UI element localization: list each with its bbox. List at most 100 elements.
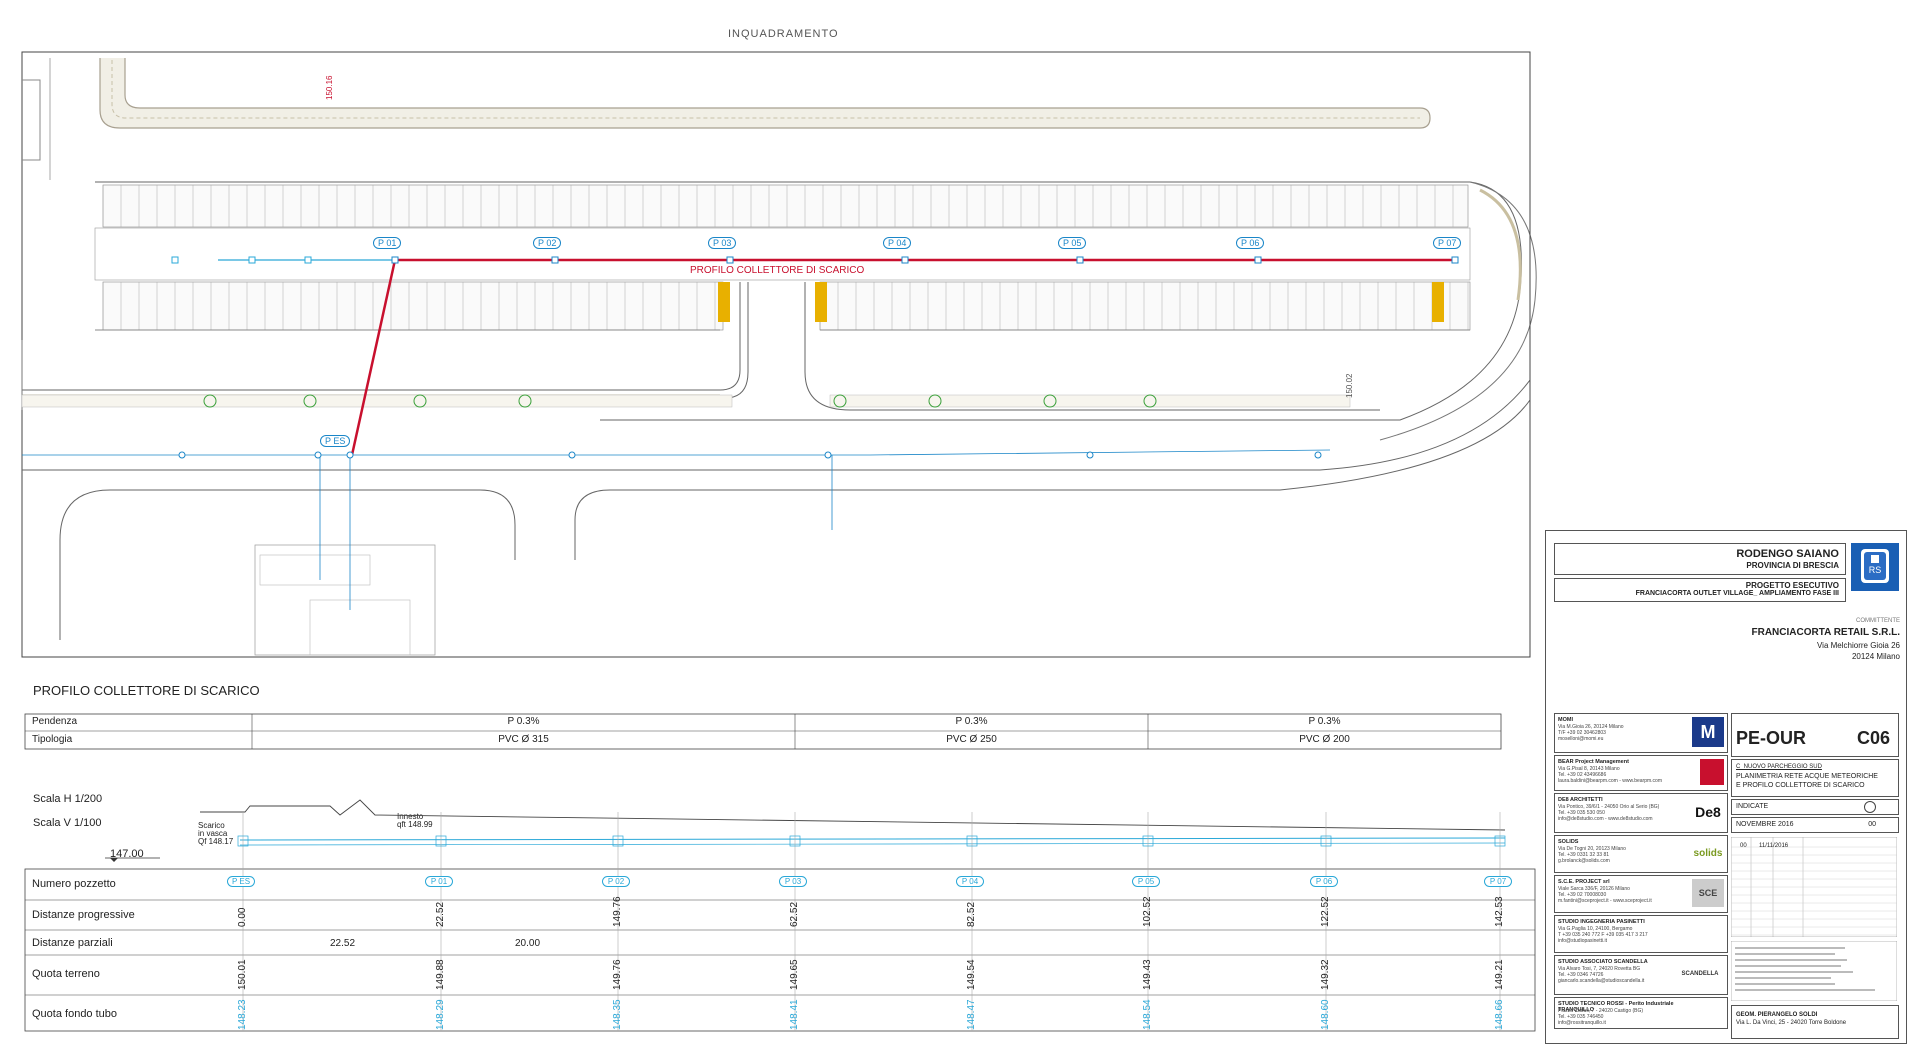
inlet-marker [171, 256, 179, 264]
hatch-2 [815, 282, 827, 322]
drawing-code: PE-OUR [1736, 728, 1807, 748]
manhole-p07 [1451, 256, 1459, 264]
station-id: P 03 [779, 876, 807, 887]
red-collector-branch [350, 259, 397, 456]
company-block: STUDIO TECNICO ROSSI - Perito Industrial… [1554, 997, 1728, 1029]
company-name: BEAR Project Management [1558, 759, 1629, 765]
geom-name: GEOM. PIERANGELO SOLDI [1736, 1012, 1818, 1018]
station-id: P 02 [602, 876, 630, 887]
grass-strip-left [21, 394, 733, 408]
ground-profile [200, 799, 1506, 831]
company-logo: solids [1693, 847, 1723, 859]
well-tag-6: P 06 [1236, 237, 1265, 249]
oggetto-line2: E PROFILO COLLETTORE DI SCARICO [1736, 782, 1865, 789]
company-line: T +39 035 240 772 F +39 035 417 3 217 [1558, 932, 1648, 938]
node-marker [824, 451, 832, 459]
tipologia-2: PVC Ø 250 [946, 734, 997, 745]
station-prog: 102.52 [1142, 896, 1153, 927]
distanza-parziale: 22.52 [330, 938, 356, 949]
data-box: NOVEMBRE 2016 00 [1731, 817, 1899, 833]
company-line: Via Alvaro Tosi, 7, 24020 Rovetta BG [1558, 966, 1641, 972]
manhole-p03 [726, 256, 734, 264]
tree-icon [928, 394, 942, 408]
company-line: info@studiopasinetti.it [1558, 938, 1607, 944]
profile-manhole [1494, 835, 1506, 847]
datum-elevation: 147.00 [110, 848, 144, 860]
project-type: PROGETTO ESECUTIVO [1745, 581, 1839, 590]
company-line: Viale Sarca 336/F, 20126 Milano [1558, 886, 1630, 892]
kerb-right [804, 282, 1380, 411]
company-logo: De8 [1695, 804, 1721, 820]
profile-manhole [966, 835, 978, 847]
distanza-parziale: 20.00 [515, 938, 541, 949]
station-fondo: 148.41 [789, 999, 800, 1030]
station-terreno: 149.54 [966, 959, 977, 990]
north-icon [1864, 801, 1876, 813]
company-line: Via De Togni 20, 20123 Milano [1558, 846, 1626, 852]
station-id: P 01 [425, 876, 453, 887]
tree-icon [1043, 394, 1057, 408]
title-block: RODENGO SAIANO PROVINCIA DI BRESCIA RS P… [1545, 530, 1907, 1044]
pendenza-3: P 0.3% [1308, 716, 1341, 727]
station-terreno: 150.01 [237, 959, 248, 990]
company-line: Tel. +39 02 43496686 [1558, 772, 1607, 778]
node-marker [314, 451, 322, 459]
company-name: STUDIO INGEGNERIA PASINETTI [1558, 919, 1645, 925]
node-marker [346, 451, 354, 459]
revisions-grid [1731, 837, 1897, 937]
well-tag-1: P 01 [373, 237, 402, 249]
company-line: Piazza Caduti, 7 - 24020 Castigo (BG) [1558, 1008, 1644, 1014]
station-prog: 62.52 [789, 901, 800, 927]
oggetto-small: C_NUOVO PARCHEGGIO SUD [1736, 764, 1822, 770]
manhole-p04 [901, 256, 909, 264]
lower-road-right [574, 399, 1531, 560]
top-road [99, 58, 1431, 129]
station-id: P 07 [1484, 876, 1512, 887]
profile-row-label: Quota terreno [32, 968, 100, 980]
company-logo: SCANDELLA [1681, 971, 1719, 977]
company-line: Via G.Paglia 10, 24100, Bergamo [1558, 926, 1633, 932]
company-line: Tel. +39 035 746450 [1558, 1014, 1604, 1020]
profile-manhole [612, 835, 624, 847]
lower-road-left [59, 489, 516, 640]
manhole-p01 [391, 256, 399, 264]
grass-strip-right [829, 394, 1351, 408]
profile-manhole [789, 835, 801, 847]
profile-row-label: Quota fondo tubo [32, 1008, 118, 1020]
tree-icon [1143, 394, 1157, 408]
rev-row-date: 11/11/2016 [1759, 843, 1789, 849]
company-line: info@de8studio.com - www.de8studio.com [1558, 816, 1653, 822]
tipologia-1: PVC Ø 315 [498, 734, 549, 745]
well-tag-es: P ES [320, 435, 351, 447]
tree-icon [518, 394, 532, 408]
data-value: NOVEMBRE 2016 [1736, 821, 1794, 828]
station-id: P 05 [1132, 876, 1160, 887]
company-name: STUDIO ASSOCIATO SCANDELLA [1558, 959, 1648, 965]
geom-box: GEOM. PIERANGELO SOLDI Via L. Da Vinci, … [1731, 1005, 1899, 1039]
company-logo: M [1692, 717, 1724, 747]
node-marker [1314, 451, 1322, 459]
node-marker [178, 451, 186, 459]
station-id: P 06 [1310, 876, 1338, 887]
station-prog: 0.00 [237, 907, 248, 927]
station-prog: 122.52 [1320, 896, 1331, 927]
company-line: info@rossitranquillo.it [1558, 1020, 1606, 1026]
row-label-pendenza: Pendenza [32, 716, 78, 727]
company-name: SOLIDS [1558, 839, 1579, 845]
well-tag-3: P 03 [708, 237, 737, 249]
tree-icon [413, 394, 427, 408]
station-terreno: 149.32 [1320, 959, 1331, 990]
committente-name: FRANCIACORTA RETAIL S.R.L. [1751, 627, 1900, 638]
company-line: Tel. +39 0346 74726 [1558, 972, 1604, 978]
left-building [22, 79, 41, 161]
tree-icon [303, 394, 317, 408]
station-id: P ES [227, 876, 255, 887]
station-fondo: 148.47 [966, 999, 977, 1030]
scala-value: INDICATE [1736, 803, 1769, 810]
node-marker [1086, 451, 1094, 459]
station-fondo: 148.29 [435, 999, 446, 1030]
